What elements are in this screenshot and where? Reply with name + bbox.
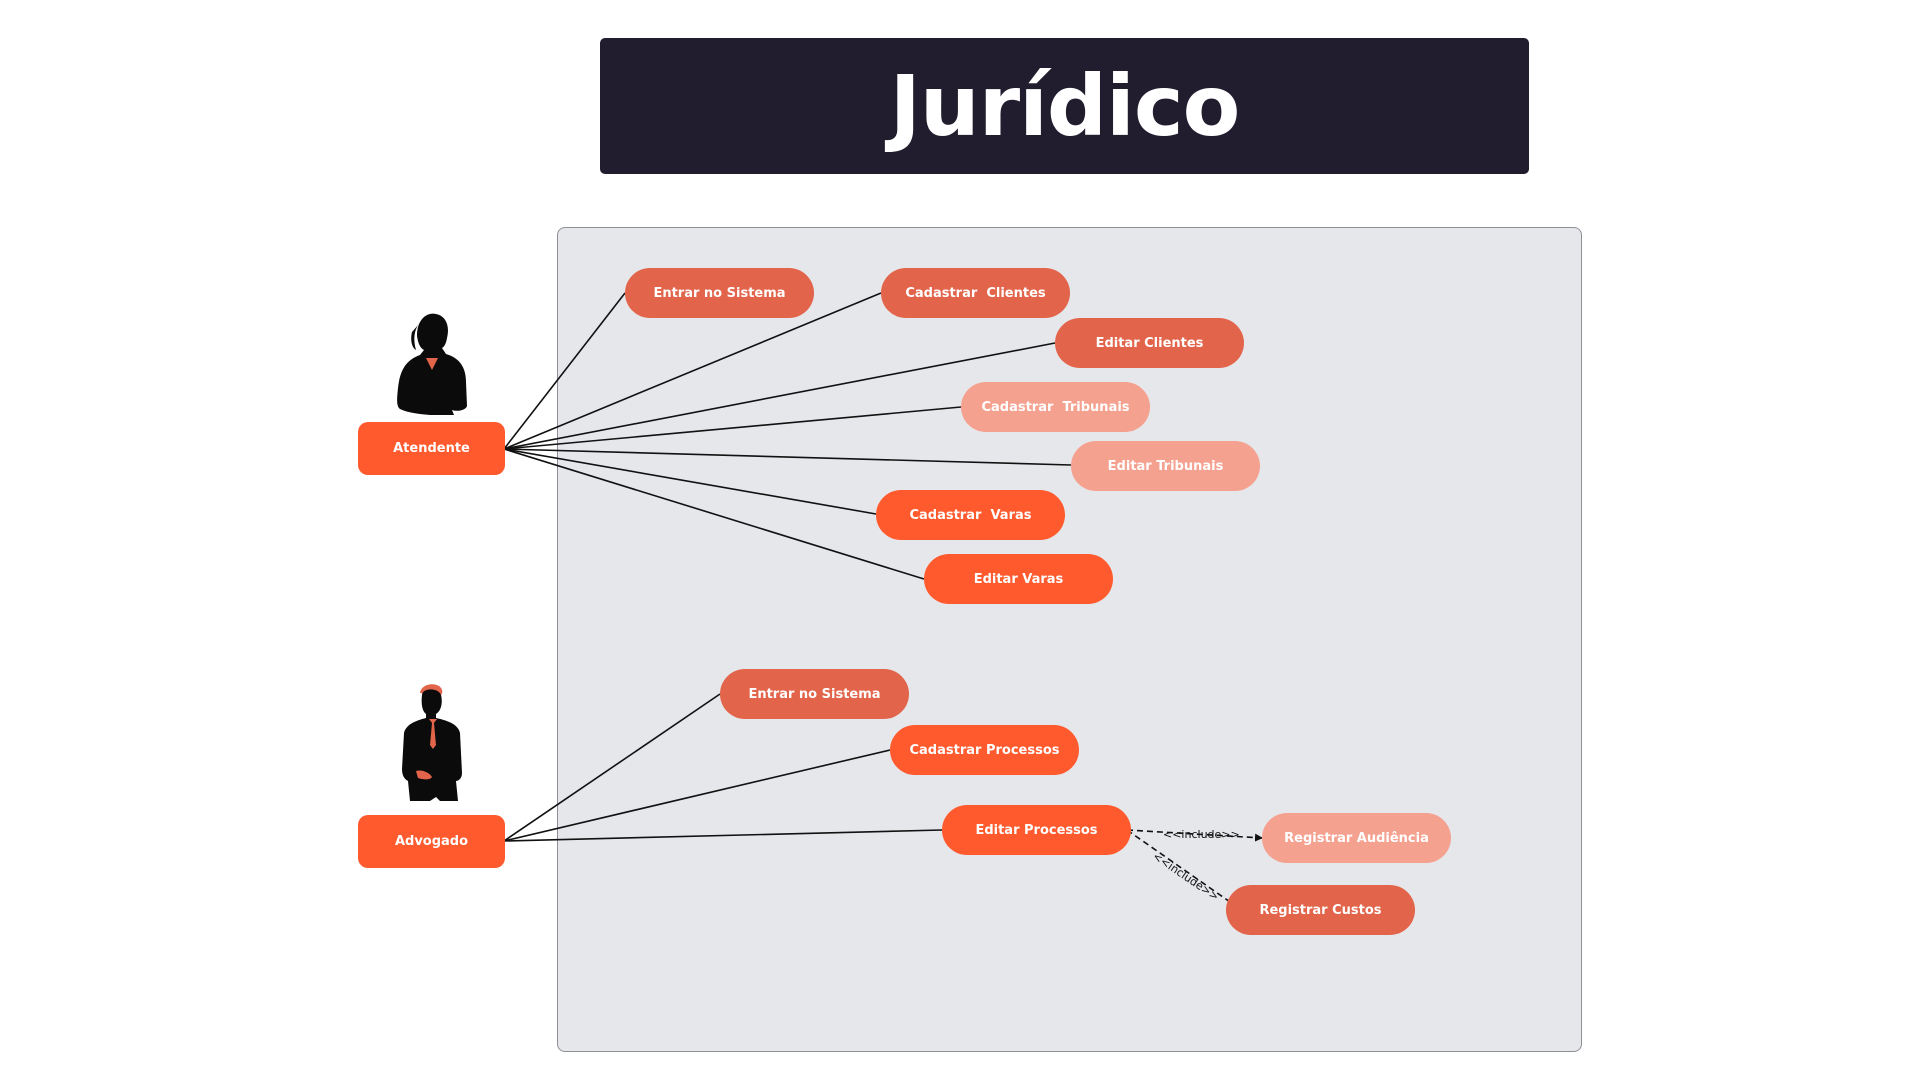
usecase-cadastrar-clientes: Cadastrar Clientes: [881, 268, 1070, 318]
usecase-editar-varas: Editar Varas: [924, 554, 1113, 604]
include-arrow-audiencia: [1126, 829, 1263, 842]
actor-atendente: Atendente: [358, 422, 505, 475]
usecase-editar-clientes: Editar Clientes: [1055, 318, 1244, 368]
usecase-cadastrar-tribunais: Cadastrar Tribunais: [961, 382, 1150, 432]
title-banner: Jurídico: [600, 38, 1529, 174]
usecase-registrar-custos: Registrar Custos: [1226, 885, 1415, 935]
usecase-entrar-no-sistema-atendente: Entrar no Sistema: [625, 268, 814, 318]
assoc-advogado-entrar: [503, 693, 721, 842]
page-title: Jurídico: [889, 57, 1241, 155]
assoc-advogado-cadastrar-processos: [503, 749, 891, 842]
assoc-atendente-cadastrar-tribunais: [503, 406, 962, 450]
include-arrow-custos: [1126, 829, 1244, 912]
female-figure-icon: [397, 313, 467, 415]
usecase-registrar-audiencia: Registrar Audiência: [1262, 813, 1451, 863]
assoc-atendente-editar-varas: [503, 448, 925, 580]
include-label-audiencia: <<include>>: [1163, 828, 1240, 841]
actor-advogado: Advogado: [358, 815, 505, 868]
assoc-atendente-editar-clientes: [503, 342, 1056, 450]
usecase-editar-tribunais: Editar Tribunais: [1071, 441, 1260, 491]
include-label-custos: <<include>>: [1150, 850, 1221, 904]
usecase-entrar-no-sistema-advogado: Entrar no Sistema: [720, 669, 909, 719]
assoc-advogado-editar-processos: [503, 829, 943, 842]
assoc-atendente-cadastrar-clientes: [503, 292, 882, 450]
usecase-cadastrar-processos: Cadastrar Processos: [890, 725, 1079, 775]
male-figure-icon: [402, 684, 462, 801]
assoc-atendente-cadastrar-varas: [503, 448, 877, 515]
usecase-editar-processos: Editar Processos: [942, 805, 1131, 855]
assoc-atendente-editar-tribunais: [503, 448, 1072, 466]
assoc-atendente-entrar: [503, 292, 626, 450]
usecase-cadastrar-varas: Cadastrar Varas: [876, 490, 1065, 540]
